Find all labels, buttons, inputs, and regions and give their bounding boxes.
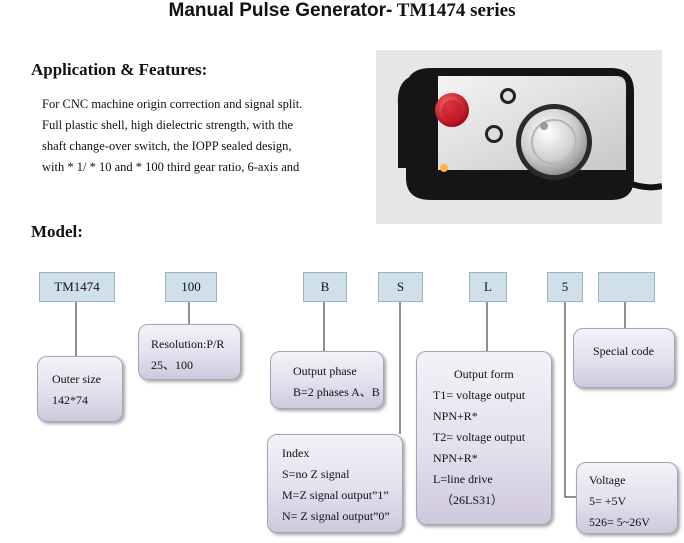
code-box-resolution: 100 bbox=[165, 272, 217, 302]
code-box-model: TM1474 bbox=[39, 272, 115, 302]
desc-line: （26LS31） bbox=[441, 493, 504, 507]
desc-line: M=Z signal output”1” bbox=[282, 488, 389, 502]
desc-line: NPN+R* bbox=[433, 451, 478, 465]
desc-line: B=2 phases A、B bbox=[293, 385, 380, 399]
desc-line: NPN+R* bbox=[433, 409, 478, 423]
desc-line: 142*74 bbox=[52, 393, 88, 407]
desc-title: Output form bbox=[454, 367, 514, 381]
desc-line: L=line drive bbox=[433, 472, 493, 486]
code-box-index: S bbox=[378, 272, 423, 302]
title-series: TM1474 series bbox=[392, 0, 516, 21]
features-line: with * 1/ * 10 and * 100 third gear rati… bbox=[42, 160, 300, 174]
desc-voltage: Voltage 5= +5V 526= 5~26V bbox=[576, 462, 678, 534]
desc-output-phase: Output phase B=2 phases A、B bbox=[270, 351, 384, 409]
product-photo bbox=[376, 50, 662, 224]
desc-line: T2= voltage output bbox=[433, 430, 526, 444]
desc-line: S=no Z signal bbox=[282, 467, 350, 481]
features-line: Full plastic shell, high dielectric stre… bbox=[42, 118, 293, 132]
desc-line: T1= voltage output bbox=[433, 388, 526, 402]
desc-outer-size: Outer size 142*74 bbox=[37, 356, 123, 422]
desc-title: Index bbox=[282, 446, 310, 460]
desc-line: 526= 5~26V bbox=[589, 515, 650, 529]
code-box-phase: B bbox=[303, 272, 347, 302]
pulse-generator-illustration bbox=[376, 50, 662, 224]
code-box-output-form: L bbox=[469, 272, 507, 302]
code-box-voltage: 5 bbox=[547, 272, 583, 302]
desc-resolution: Resolution:P/R 25、100 bbox=[138, 324, 241, 380]
desc-title: Outer size bbox=[52, 372, 101, 386]
features-heading: Application & Features: bbox=[31, 60, 208, 79]
features-line: shaft change-over switch, the IOPP seale… bbox=[42, 139, 292, 153]
desc-title: Resolution:P/R bbox=[151, 337, 225, 351]
page-title: Manual Pulse Generator- TM1474 series bbox=[0, 0, 684, 22]
model-heading: Model: bbox=[31, 222, 83, 241]
desc-line: 5= +5V bbox=[589, 494, 627, 508]
desc-line: N= Z signal output”0” bbox=[282, 509, 390, 523]
features-text: For CNC machine origin correction and si… bbox=[42, 94, 338, 178]
features-line: For CNC machine origin correction and si… bbox=[42, 97, 303, 111]
desc-title: Special code bbox=[593, 344, 654, 358]
desc-index: Index S=no Z signal M=Z signal output”1”… bbox=[267, 434, 403, 533]
desc-line: 25、100 bbox=[151, 358, 194, 372]
code-box-special bbox=[598, 272, 655, 302]
desc-special-code: Special code bbox=[573, 328, 675, 388]
title-main: Manual Pulse Generator- bbox=[168, 0, 393, 21]
desc-title: Output phase bbox=[293, 364, 357, 378]
desc-output-form: Output form T1= voltage output NPN+R* T2… bbox=[416, 351, 552, 525]
desc-title: Voltage bbox=[589, 473, 626, 487]
